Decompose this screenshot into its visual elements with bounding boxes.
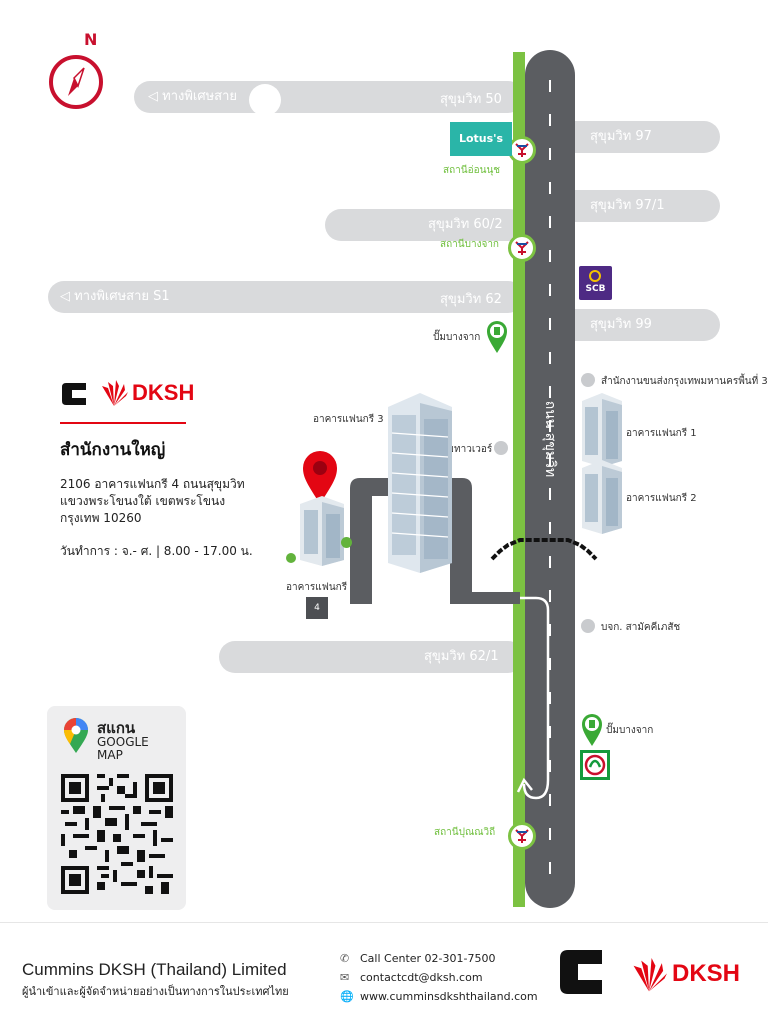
gas-station-bottom-label: ปั๊มบางจาก (606, 725, 654, 736)
road-soi-60-2 (325, 209, 525, 241)
google-maps-icon (64, 718, 88, 753)
fanny-3-building (388, 393, 452, 573)
fanny-4-number-badge: 4 (306, 597, 328, 619)
gas-station-top-label: ปั๊มบางจาก (433, 332, 481, 343)
fanny-1-label: อาคารแฟนกรี 1 (626, 428, 697, 439)
qr-card[interactable]: สแกน GOOGLE MAP (47, 706, 186, 910)
email-icon: ✉ (340, 971, 350, 984)
road-label-soi-60-2: สุขุมวิท 60/2 (428, 217, 503, 232)
footer-call-center: Call Center 02-301-7500 (360, 952, 496, 965)
bts-on-nut-label: สถานีอ่อนนุช (443, 165, 501, 176)
compass: N (46, 30, 108, 110)
tree-icon (286, 553, 296, 563)
fuel-pin-icon-bottom (582, 714, 602, 746)
brand-divider (60, 422, 186, 424)
road-label-expressway-top: ◁ ทางพิเศษสาย (148, 89, 238, 104)
qr-code[interactable] (61, 774, 173, 894)
road-label-soi-50: สุขุมวิท 50 (440, 92, 502, 107)
hq-title: สำนักงานใหญ่ (60, 440, 166, 460)
bts-on-nut-icon (508, 136, 536, 164)
phone-icon: ✆ (340, 952, 350, 965)
samakkhi-label: บจก. สามัคคีเภสัช (601, 622, 681, 633)
road-label-expressway-s1: ◁ ทางพิเศษสาย S1 (60, 289, 170, 304)
road-label-soi-62-1: สุขุมวิท 62/1 (424, 649, 499, 664)
overpass-icon (490, 538, 598, 561)
cummins-logo-icon (62, 383, 86, 405)
main-road-label: ถนน สุขุมวิท (542, 400, 558, 478)
address-line2: แขวงพระโขนงใต้ เขตพระโขนง (60, 494, 226, 508)
fanny-4-number: 4 (314, 603, 320, 613)
road-expressway-top (134, 81, 524, 113)
bma-office-label: สำนักงานขนส่งกรุงเทพมหานครพื้นที่ 3 (601, 376, 768, 387)
globe-icon: 🌐 (340, 990, 354, 1003)
m-tower-label: เอ็มทาวเวอร์ (438, 444, 493, 455)
address-line3: กรุงเทพ 10260 (60, 511, 142, 525)
map-label: MAP (97, 748, 123, 762)
scb-logo: SCB (579, 266, 612, 300)
green-strip (513, 52, 525, 907)
fanny-1-building (582, 393, 622, 467)
main-road (525, 50, 575, 908)
bts-punnawithi-label: สถานีปุณณวิถี (434, 827, 496, 838)
fanny-4-building (300, 496, 344, 566)
footer-company-name: Cummins DKSH (Thailand) Limited (22, 960, 287, 979)
road-label-soi-97: สุขุมวิท 97 (590, 129, 652, 144)
scb-label: SCB (585, 284, 606, 294)
dksh-footer-brand: DKSH (672, 960, 741, 987)
road-expressway-s1 (48, 281, 524, 313)
dksh-flame-icon (102, 380, 128, 406)
fanny-2-label: อาคารแฟนกรี 2 (626, 493, 697, 504)
building-compound-road (350, 478, 520, 624)
location-pin-icon (303, 451, 337, 504)
kbank-icon (580, 750, 610, 780)
fanny-3-label: อาคารแฟนกรี 3 (313, 414, 384, 425)
samakkhi-dot (581, 619, 595, 633)
fanny-2-building (582, 460, 622, 534)
bma-office-dot (581, 373, 595, 387)
m-tower-dot (494, 441, 508, 455)
lotus-logo: Lotus's (450, 122, 512, 156)
road-label-soi-99: สุขุมวิท 99 (590, 317, 652, 332)
cummins-footer-logo-icon (560, 950, 602, 994)
bts-punnawithi-icon (508, 822, 536, 850)
compass-icon (49, 55, 103, 109)
lotus-label: Lotus's (458, 132, 504, 145)
office-hours: วันทำการ : จ.- ศ. | 8.00 - 17.00 น. (60, 544, 253, 558)
scan-label: สแกน (97, 719, 136, 737)
footer-website[interactable]: www.cumminsdkshthailand.com (360, 990, 538, 1003)
footer-email[interactable]: contactcdt@dksh.com (360, 971, 483, 984)
footer-tagline: ผู้นำเข้าและผู้จัดจำหน่ายอย่างเป็นทางการ… (22, 985, 289, 998)
bts-bang-chak-icon (508, 234, 536, 262)
fuel-pin-icon (487, 321, 507, 353)
scb-icon (589, 270, 601, 282)
fanny-4-label: อาคารแฟนกรี (286, 582, 348, 593)
bts-bang-chak-label: สถานีบางจาก (440, 239, 499, 250)
road-soi-62-1 (219, 641, 524, 673)
roundabout-icon (249, 84, 281, 116)
footer-divider (0, 922, 768, 923)
tree-icon (341, 537, 352, 548)
road-label-soi-97-1: สุขุมวิท 97/1 (590, 198, 665, 213)
dksh-footer-flame-icon (633, 958, 667, 992)
north-label: N (84, 30, 98, 49)
dksh-brand: DKSH (132, 380, 195, 405)
address-line1: 2106 อาคารแฟนกรี 4 ถนนสุขุมวิท (60, 477, 245, 491)
road-label-soi-62: สุขุมวิท 62 (440, 292, 502, 307)
google-label: GOOGLE (97, 735, 149, 749)
